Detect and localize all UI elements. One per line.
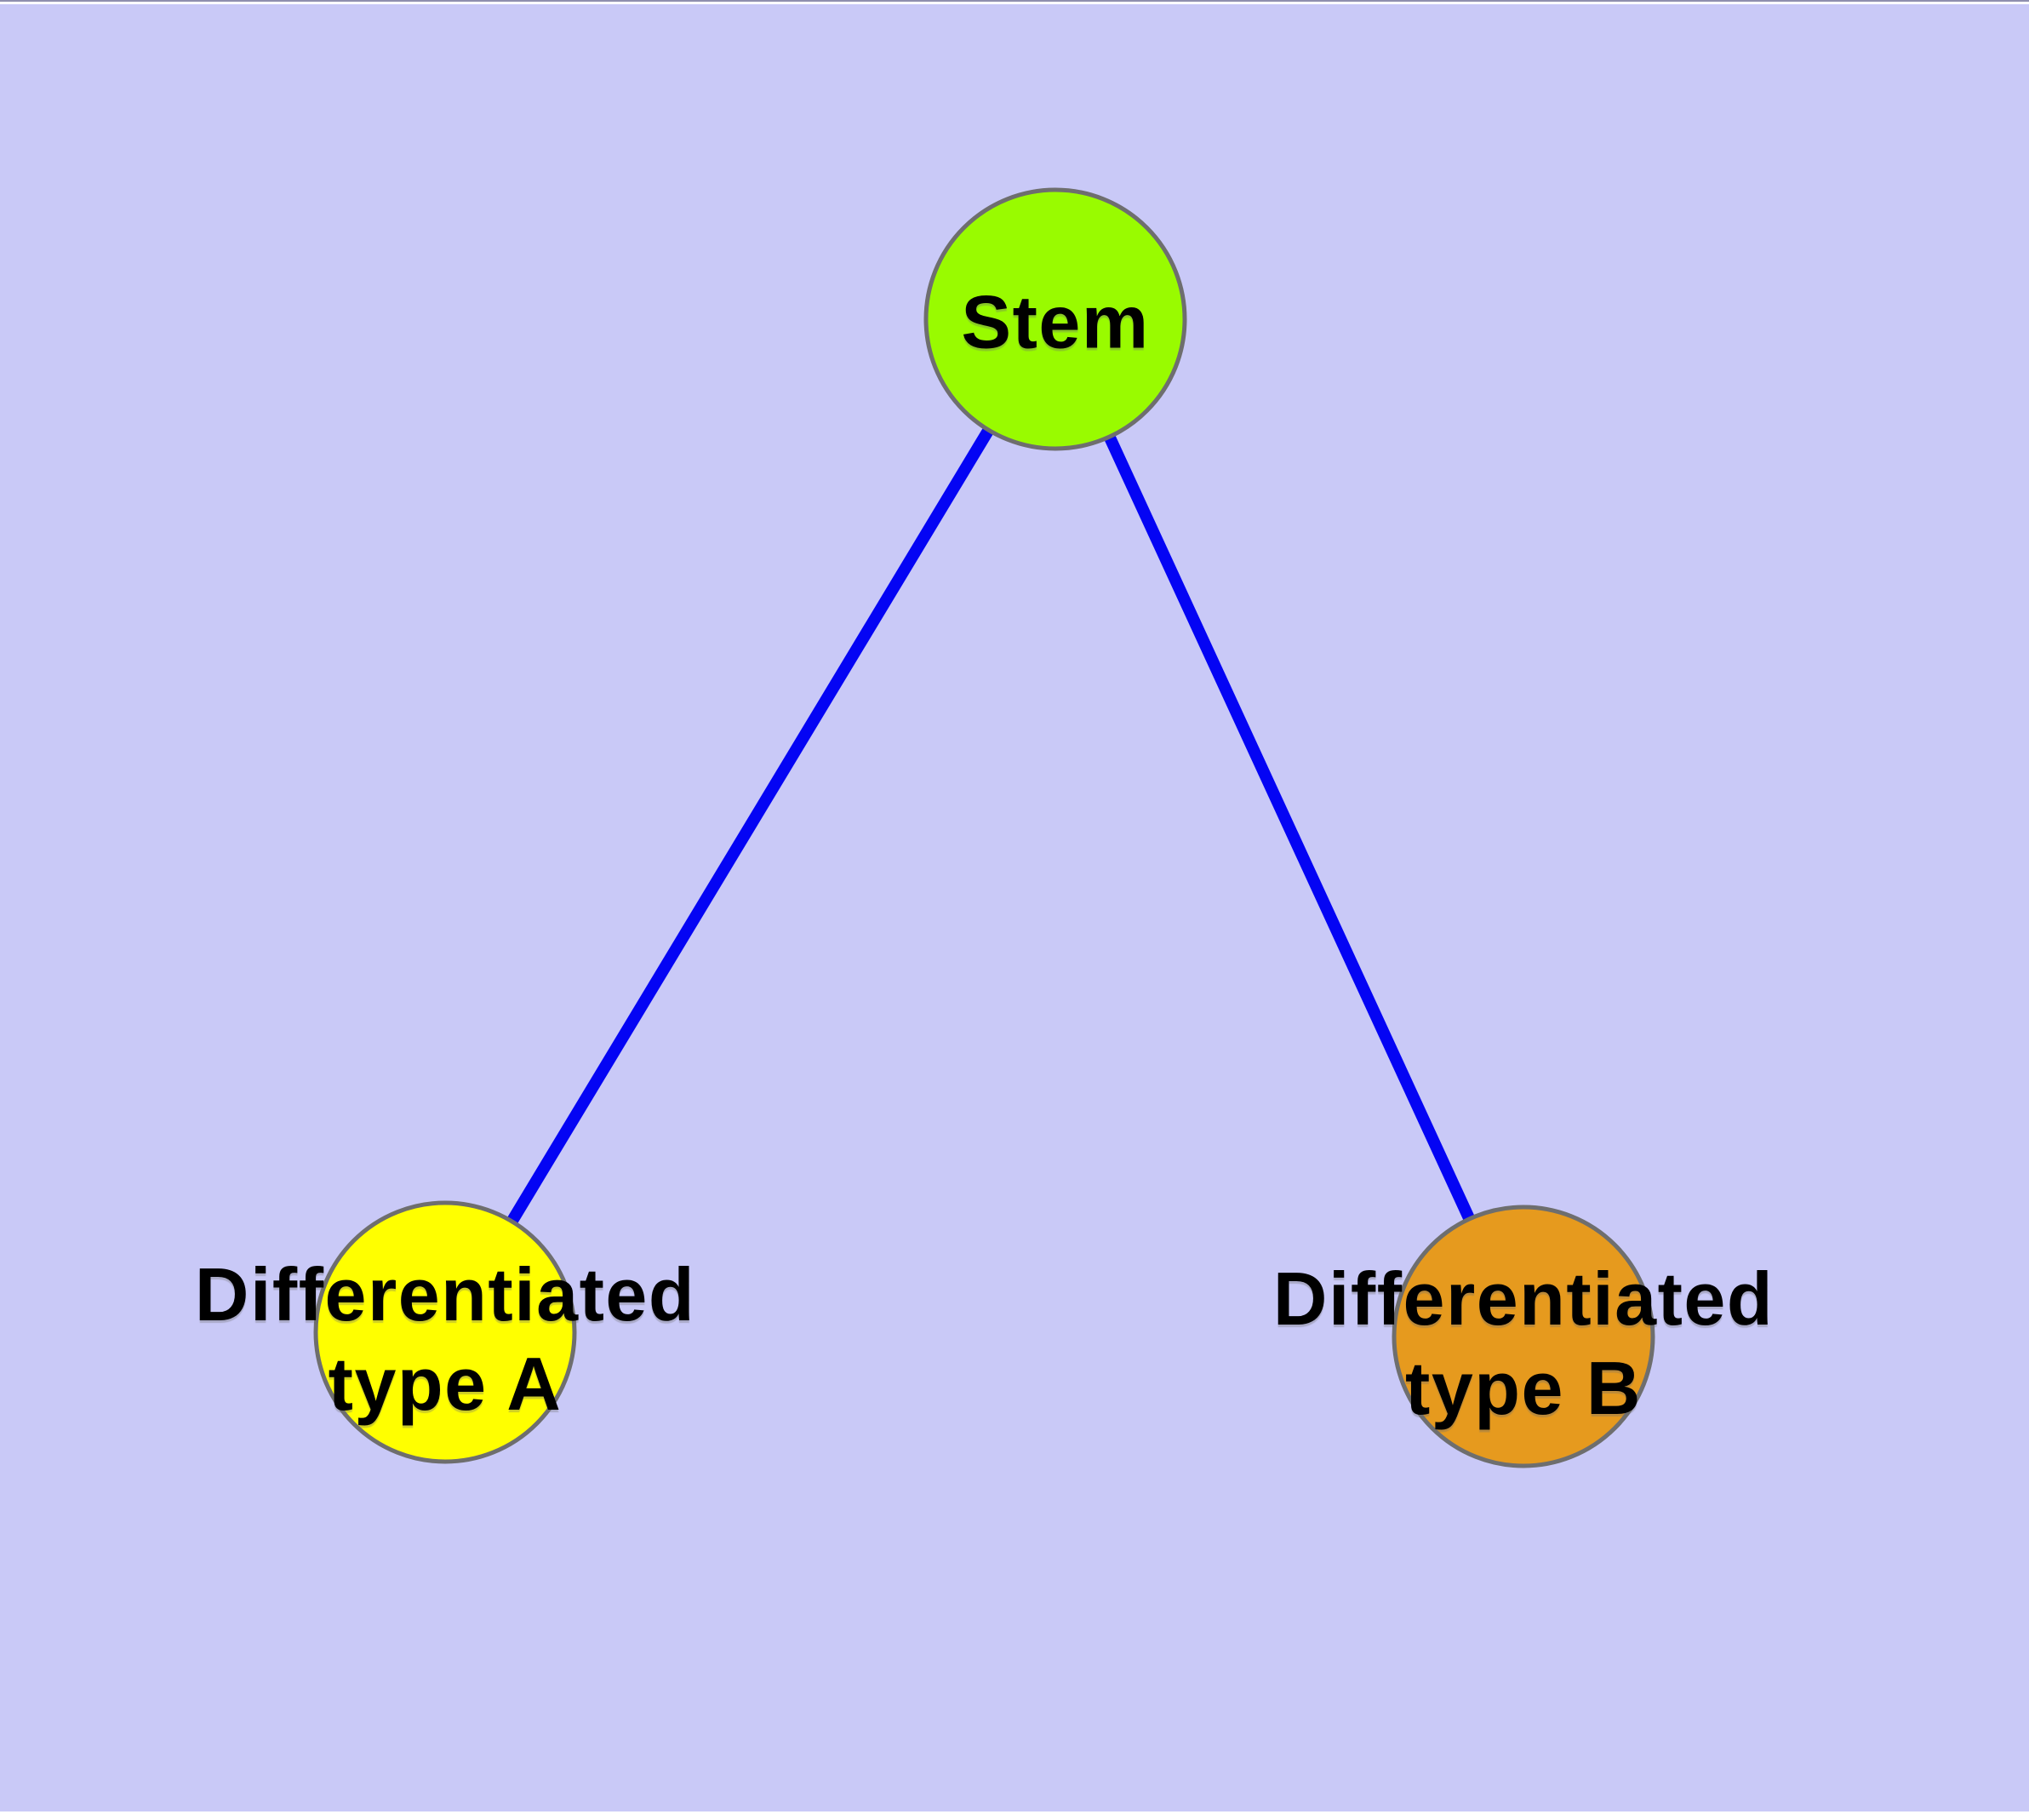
nodes-layer: [313, 187, 1655, 1468]
edge-stem-to-diff-a: [440, 316, 1060, 1336]
edges-layer: [440, 316, 1529, 1339]
node-diff-a: [313, 1200, 577, 1464]
edge-stem-to-diff-b: [1049, 317, 1529, 1339]
top-hairline: [0, 0, 2029, 2]
node-diff-b: [1392, 1205, 1655, 1468]
node-stem: [923, 187, 1187, 451]
